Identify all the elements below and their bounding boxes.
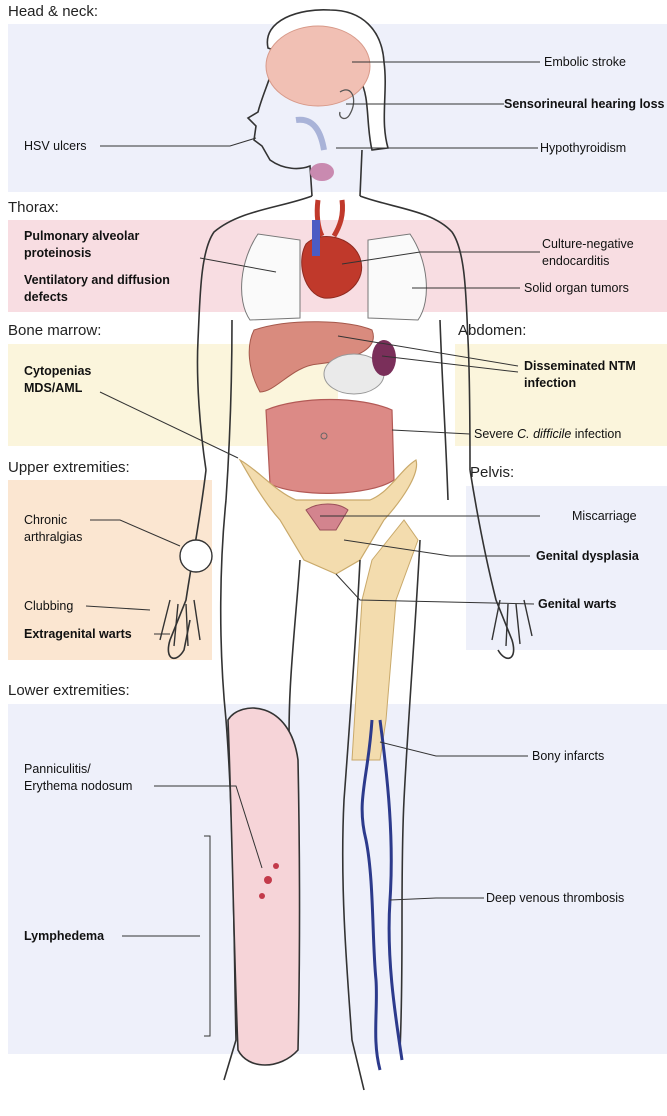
section-bone-marrow: Bone marrow:: [8, 322, 102, 339]
label-dvt: Deep venous thrombosis: [486, 891, 625, 905]
label-hsv-ulcers: HSV ulcers: [24, 139, 87, 153]
upper-extremities-band: [8, 480, 212, 660]
section-lower-extremities: Lower extremities:: [8, 682, 130, 699]
label-extragenital-warts: Extragenital warts: [24, 627, 132, 641]
label-panniculitis-line2: Erythema nodosum: [24, 779, 133, 793]
right-arm: [439, 319, 515, 660]
left-arm: [167, 319, 233, 660]
uterus: [305, 503, 349, 531]
label-arthralgias-line2: arthralgias: [24, 530, 83, 544]
section-upper-extremities: Upper extremities:: [8, 459, 130, 476]
label-vent-line1: Ventilatory and diffusion: [24, 273, 170, 287]
spleen: [372, 340, 396, 376]
lymphedema-leg: [227, 707, 301, 1066]
section-head-neck: Head & neck:: [8, 3, 99, 20]
brain: [265, 25, 371, 107]
liver: [248, 321, 374, 393]
pelvis-band: [466, 486, 667, 650]
deep-veins: [360, 719, 404, 1071]
label-lymphedema: Lymphedema: [24, 929, 105, 943]
label-vent-line2: defects: [24, 290, 68, 304]
label-cdiff-post: infection: [571, 427, 622, 441]
label-pap-line1: Pulmonary alveolar: [24, 229, 140, 243]
thyroid: [310, 163, 334, 181]
label-genital-dysplasia: Genital dysplasia: [536, 549, 639, 563]
navel: [320, 432, 328, 440]
colon: [265, 398, 395, 494]
label-bony-infarcts: Bony infarcts: [532, 749, 605, 763]
label-mds-aml: MDS/AML: [24, 381, 83, 395]
right-leg-outline: [341, 539, 421, 1091]
label-endocarditis-line2: endocarditis: [542, 254, 610, 268]
section-pelvis: Pelvis:: [470, 464, 515, 481]
label-sensorineural-hearing-loss: Sensorineural hearing loss: [504, 97, 665, 111]
label-panniculitis-line1: Panniculitis/: [24, 762, 91, 776]
femur: [351, 519, 419, 761]
heart: [301, 236, 363, 299]
label-endocarditis-line1: Culture-negative: [542, 237, 634, 251]
section-thorax: Thorax:: [8, 199, 59, 216]
lower-extremities-band: [8, 704, 667, 1054]
label-pap-line2: proteinosis: [24, 246, 92, 260]
nodule: [273, 863, 279, 869]
label-cytopenias: Cytopenias: [24, 364, 92, 378]
label-genital-warts: Genital warts: [538, 597, 617, 611]
label-solid-organ-tumors: Solid organ tumors: [524, 281, 629, 295]
label-cdiff-pre: Severe: [474, 427, 518, 441]
right-hand: [491, 599, 533, 647]
label-miscarriage: Miscarriage: [572, 509, 637, 523]
label-ntm-line2: infection: [524, 376, 577, 390]
torso-outline: [196, 195, 471, 471]
vena-cava: [312, 220, 320, 256]
ear: [339, 89, 355, 120]
label-cdiff-italic: C. difficile: [517, 427, 572, 441]
label-embolic-stroke: Embolic stroke: [544, 55, 626, 69]
nodule: [264, 876, 272, 884]
left-hand: [159, 599, 201, 647]
leader-lines: [85, 61, 540, 1037]
aorta: [314, 199, 345, 238]
head-outline: [246, 57, 363, 197]
label-clubbing: Clubbing: [24, 599, 74, 613]
label-ntm-line1: Disseminated NTM: [524, 359, 636, 373]
label-arthralgias-line1: Chronic: [24, 513, 68, 527]
wrist-joint: [179, 539, 213, 573]
lungs: [241, 233, 427, 321]
label-hypothyroidism: Hypothyroidism: [540, 141, 627, 155]
section-abdomen: Abdomen:: [458, 322, 527, 339]
airway: [295, 116, 327, 151]
label-cdiff: Severe C. difficile infection: [474, 426, 621, 442]
nodule: [259, 893, 265, 899]
